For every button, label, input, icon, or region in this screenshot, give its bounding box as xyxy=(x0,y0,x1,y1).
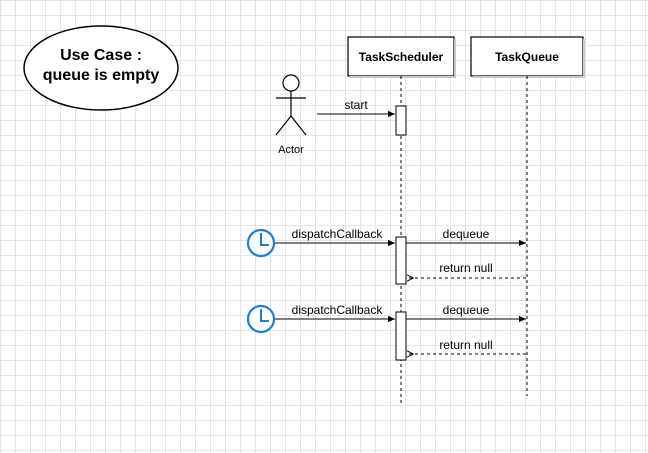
use-case-note-line2: queue is empty xyxy=(43,67,160,84)
message-dequeue-1[interactable]: dequeue xyxy=(406,227,526,247)
use-case-note-line1: Use Case : xyxy=(60,47,142,64)
lifeline-task-scheduler-label: TaskScheduler xyxy=(359,50,444,64)
message-return-2[interactable]: return null xyxy=(407,338,526,354)
message-start[interactable]: start xyxy=(317,98,395,118)
message-dequeue-2-label: dequeue xyxy=(443,303,490,317)
message-return-1[interactable]: return null xyxy=(407,261,526,278)
message-dequeue-1-label: dequeue xyxy=(443,227,490,241)
lifeline-task-queue[interactable]: TaskQueue xyxy=(470,36,585,396)
message-dispatch-callback-2-label: dispatchCallback xyxy=(292,303,384,317)
activation-bar[interactable] xyxy=(395,105,407,136)
activation-bar[interactable] xyxy=(395,311,407,361)
activation-bar[interactable] xyxy=(395,236,407,285)
message-dispatch-callback-1-label: dispatchCallback xyxy=(292,227,384,241)
message-dequeue-2[interactable]: dequeue xyxy=(406,303,526,323)
timer-icon[interactable] xyxy=(246,304,276,334)
use-case-note[interactable]: Use Case : queue is empty xyxy=(23,25,179,111)
actor-figure[interactable]: Actor xyxy=(275,74,307,156)
actor-head-icon xyxy=(282,74,300,92)
message-dispatch-callback-2[interactable]: dispatchCallback xyxy=(275,303,395,323)
lifeline-task-queue-label: TaskQueue xyxy=(495,50,559,64)
actor-label: Actor xyxy=(278,144,304,156)
timer-icon[interactable] xyxy=(246,228,276,258)
message-start-label: start xyxy=(344,98,368,112)
message-dispatch-callback-1[interactable]: dispatchCallback xyxy=(275,227,395,247)
message-return-1-label: return null xyxy=(439,261,492,275)
message-return-2-label: return null xyxy=(439,338,492,352)
